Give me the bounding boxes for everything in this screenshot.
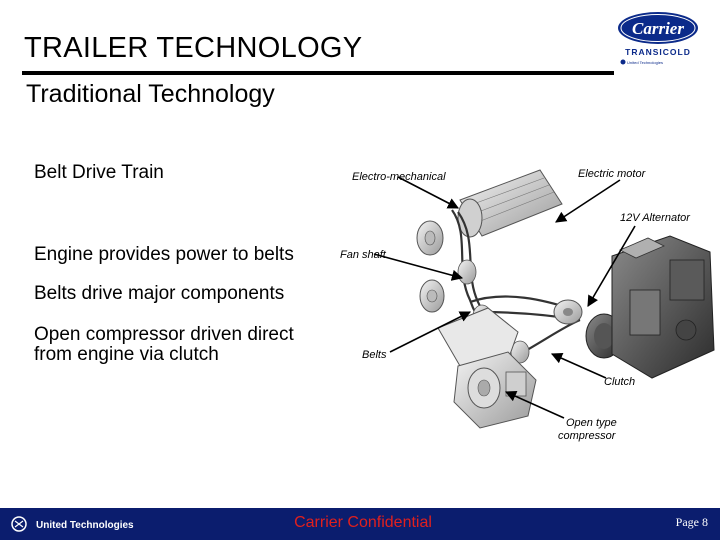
label-electric-motor: Electric motor <box>578 168 646 180</box>
label-12v-alternator: 12V Alternator <box>620 212 690 224</box>
belt-drive-diagram <box>373 169 715 429</box>
bullet-belts-drive-components: Belts drive major components <box>34 283 285 304</box>
united-technologies-wordmark: United Technologies <box>36 520 134 531</box>
arrow-clutch <box>550 352 607 379</box>
label-electro-mechanical: Electro-mechanical <box>352 171 446 183</box>
arrow-electro-mechanical <box>397 176 459 209</box>
arrow-alternator <box>587 225 636 307</box>
fan-shaft-pulley-lower <box>419 279 445 313</box>
electric-motor-drawing <box>457 169 563 238</box>
slide-title: TRAILER TECHNOLOGY <box>24 32 363 64</box>
alternator-drawing <box>553 299 583 325</box>
label-clutch: Clutch <box>604 376 636 388</box>
bullet-open-compressor: Open compressor driven direct from engin… <box>34 324 294 365</box>
label-compressor: compressor <box>558 430 616 442</box>
label-open-type: Open type <box>566 417 617 429</box>
carrier-wordmark: Carrier <box>632 19 684 38</box>
arrow-fan-shaft <box>373 253 464 281</box>
bullet-belt-drive-train: Belt Drive Train <box>34 162 164 183</box>
footer-bar <box>0 508 720 540</box>
open-compressor-drawing <box>453 351 537 429</box>
mounting-bracket-drawing <box>437 307 519 367</box>
arrow-electric-motor <box>555 179 621 223</box>
title-divider <box>22 71 614 75</box>
arrow-open-compressor <box>504 391 565 419</box>
confidential-label: Carrier Confidential <box>294 514 432 531</box>
label-belts: Belts <box>362 349 387 361</box>
engine-drawing <box>611 235 715 379</box>
slide-subtitle: Traditional Technology <box>26 80 275 108</box>
carrier-transicold-logo: Carrier TRANSICOLD United Technologies <box>618 12 698 65</box>
fan-shaft-pulley-upper <box>416 220 444 256</box>
label-fan-shaft: Fan shaft <box>340 249 386 261</box>
bullet-engine-powers-belts: Engine provides power to belts <box>34 244 294 265</box>
arrow-belts <box>389 311 472 353</box>
page-number: Page 8 <box>675 515 708 529</box>
transicold-wordmark: TRANSICOLD <box>625 47 691 57</box>
united-technologies-logo: United Technologies <box>11 516 134 532</box>
logo-tagline: United Technologies <box>627 60 663 65</box>
callout-arrows <box>373 176 636 419</box>
